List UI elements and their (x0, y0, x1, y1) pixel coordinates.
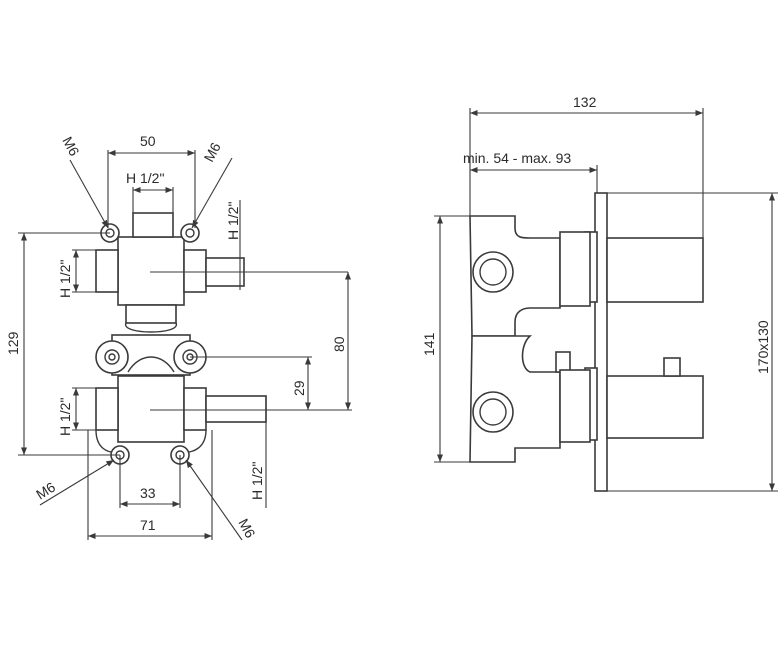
upper-knob (559, 231, 704, 307)
dim-total-depth-label: 132 (573, 94, 597, 110)
screw-bottom-left: M6 (33, 459, 115, 506)
screw-top-left: M6 (59, 134, 109, 229)
screw-top-left-label: M6 (59, 134, 82, 159)
dim-installation-range: min. 54 - max. 93 (463, 150, 598, 193)
dim-top-right-thread-label: H 1/2" (225, 202, 241, 240)
dim-total-height: 129 (5, 232, 120, 456)
dim-bottom-inner-label: 33 (140, 485, 156, 501)
middle-connector (95, 334, 207, 376)
dim-top-width-label: 50 (140, 133, 156, 149)
dim-top-width: 50 (107, 133, 196, 228)
lower-valve-body (95, 375, 270, 465)
upper-valve-body (95, 212, 348, 333)
dim-top-thread-label: H 1/2" (126, 170, 164, 186)
screw-bottom-right-label: M6 (235, 516, 258, 541)
dim-bottom-inner: 33 (119, 455, 181, 508)
side-valve-body (469, 215, 571, 463)
screw-top-right-label: M6 (201, 140, 224, 165)
front-view: 50 H 1/2" M6 M6 H 1/2" (5, 133, 352, 541)
dim-total-depth: 132 (469, 94, 704, 238)
dim-outlet-offset-label: 29 (291, 380, 307, 396)
screw-bottom-left-label: M6 (33, 479, 58, 503)
dim-center-distance: 80 (270, 272, 352, 411)
dim-total-height-label: 129 (5, 331, 21, 355)
side-view: 132 min. 54 - max. 93 141 170x130 (421, 94, 778, 492)
dim-installation-range-label: min. 54 - max. 93 (463, 150, 571, 166)
dim-outlet-offset: 29 (190, 356, 312, 410)
lower-knob (559, 357, 704, 443)
screw-bottom-right: M6 (185, 459, 259, 541)
dim-lower-left-thread: H 1/2" (57, 387, 96, 436)
dim-plate-size: 170x130 (607, 192, 778, 492)
dim-bottom-outer: 71 (87, 430, 213, 540)
dim-center-distance-label: 80 (331, 336, 347, 352)
dim-bottom-right-thread: H 1/2" (249, 396, 267, 508)
dim-body-height-label: 141 (421, 332, 437, 356)
dim-bottom-right-thread-label: H 1/2" (249, 462, 265, 500)
dim-upper-left-thread: H 1/2" (57, 249, 96, 298)
dim-upper-left-thread-label: H 1/2" (57, 260, 73, 298)
dim-lower-left-thread-label: H 1/2" (57, 398, 73, 436)
dim-plate-size-label: 170x130 (755, 320, 771, 374)
dim-body-height: 141 (421, 215, 470, 463)
dim-top-right-thread: H 1/2" (206, 200, 244, 290)
dim-bottom-outer-label: 71 (140, 517, 156, 533)
dim-top-thread: H 1/2" (126, 170, 174, 213)
